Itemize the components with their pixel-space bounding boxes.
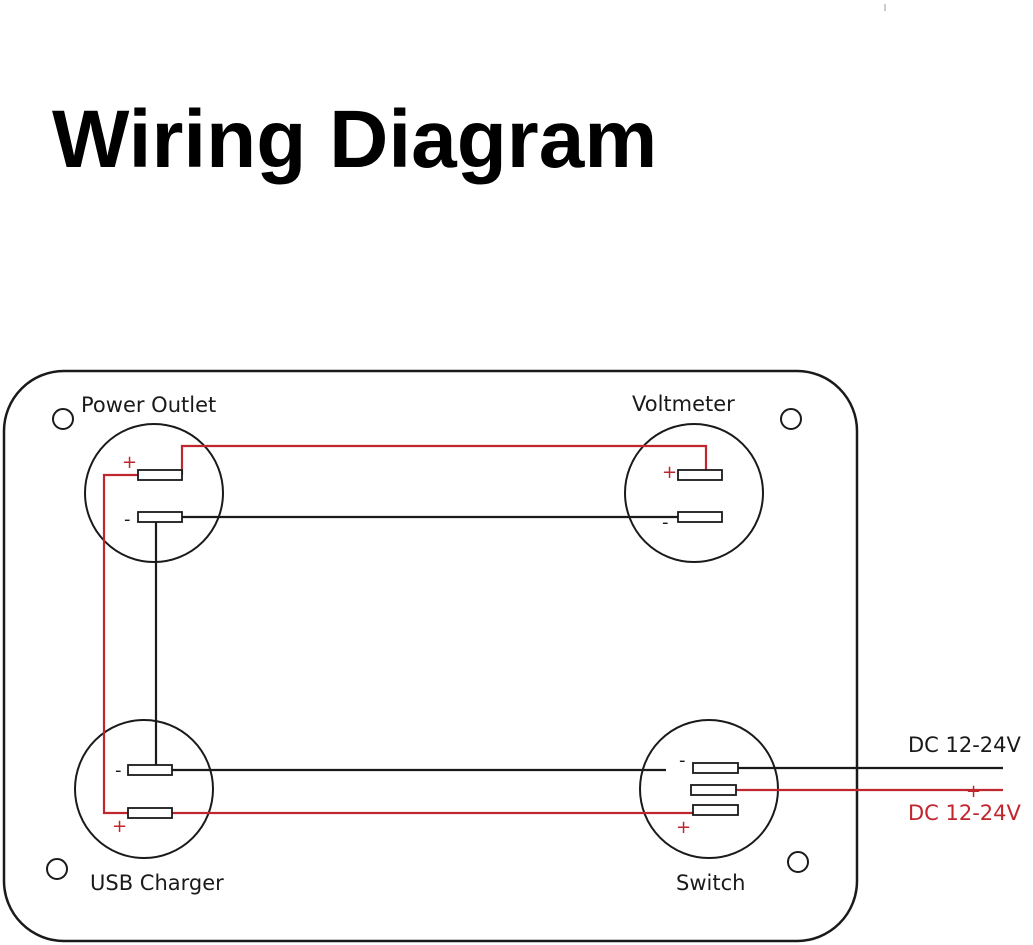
usb-charger-label: USB Charger: [90, 871, 224, 895]
mounting-hole-bottom-left: [46, 858, 68, 880]
voltmeter-negative-terminal: [677, 511, 723, 523]
supply-positive-symbol: +: [966, 781, 981, 802]
voltmeter-minus-symbol: -: [662, 512, 669, 533]
voltmeter-label: Voltmeter: [632, 392, 735, 416]
switch-minus-symbol: -: [679, 750, 686, 771]
switch-label: Switch: [676, 871, 745, 895]
mounting-hole-bottom-right: [787, 851, 809, 873]
terminals: [127, 469, 739, 819]
negative-wires: [154, 515, 1003, 772]
supply-negative-label: DC 12-24V: [908, 733, 1022, 757]
supply-negative-symbol: -: [970, 757, 977, 778]
power-outlet-minus-symbol: -: [124, 509, 131, 530]
power-outlet-negative-terminal: [137, 511, 183, 523]
positive-wires: [102, 444, 1003, 815]
usb-charger-circle: [74, 719, 214, 859]
usb-charger-plus-symbol: +: [112, 816, 127, 837]
panel-outline: [2, 369, 859, 943]
supply-positive-label: DC 12-24V: [908, 801, 1022, 825]
switch-middle-terminal: [690, 784, 737, 796]
wire-outlet-pos-to-voltmeter-pos: [180, 444, 708, 475]
usb-charger-positive-terminal: [127, 807, 173, 819]
switch-plus-symbol: +: [676, 817, 691, 838]
power-outlet-positive-terminal: [137, 469, 183, 481]
wire-outlet-pos-to-usb-pos: [102, 473, 138, 815]
mounting-hole-top-left: [52, 408, 74, 430]
page-title: Wiring Diagram: [52, 94, 657, 185]
power-outlet-label: Power Outlet: [81, 393, 216, 417]
usb-charger-minus-symbol: -: [115, 760, 122, 781]
usb-charger-negative-terminal: [127, 764, 173, 776]
power-outlet-circle: [84, 423, 224, 563]
power-outlet-plus-symbol: +: [122, 452, 137, 473]
switch-negative-terminal: [692, 762, 739, 774]
switch-positive-terminal: [692, 804, 739, 816]
voltmeter-positive-terminal: [677, 469, 723, 481]
voltmeter-plus-symbol: +: [662, 462, 677, 483]
voltmeter-circle: [624, 423, 764, 563]
mounting-hole-top-right: [780, 408, 802, 430]
